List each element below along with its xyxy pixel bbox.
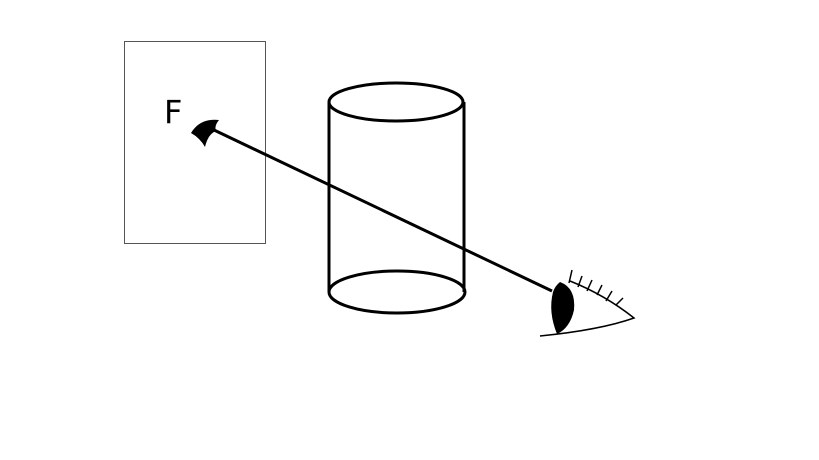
card-letter: F [164,93,182,131]
sight-line-arrow [191,119,553,293]
eye [539,269,636,337]
eyelashes [568,269,624,306]
sight-line [213,128,553,293]
cylinder [327,81,467,315]
cylinder-bottom [327,269,467,315]
eye-outline [539,280,636,337]
cylinder-top [327,81,465,123]
card-rectangle [124,41,266,244]
eye-iris [551,282,575,334]
arrow-head [191,119,219,147]
